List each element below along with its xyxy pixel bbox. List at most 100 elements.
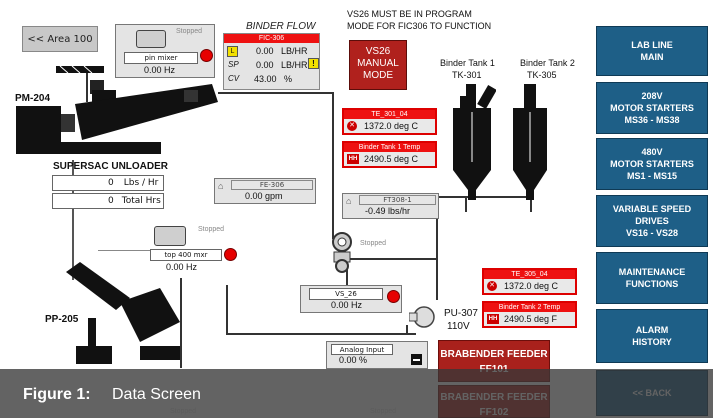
- pipe-line: [86, 72, 88, 102]
- brabender-feeder-ff101[interactable]: BRABENDER FEEDER FF101: [438, 340, 550, 382]
- pm204-extruder[interactable]: [12, 60, 222, 160]
- binder-tank-1[interactable]: [446, 82, 496, 200]
- nav-label: MS1 - MS15: [626, 171, 677, 181]
- nav-label: ALARM: [635, 325, 669, 335]
- top-mixer-status: Stopped: [198, 226, 225, 233]
- pipe-line: [226, 285, 228, 335]
- pipe-line: [530, 196, 532, 212]
- te305-readout[interactable]: TE_305_04 ✕1372.0 deg C: [482, 268, 577, 295]
- cv-value[interactable]: 43.00: [254, 74, 277, 84]
- cb206-sub-label: Conveyor: [252, 393, 299, 404]
- cv-unit: %: [284, 74, 293, 84]
- pipe-line: [218, 92, 333, 94]
- nav-label: 480V: [641, 147, 663, 157]
- pp205-press[interactable]: [60, 262, 220, 372]
- tank2-name: Binder Tank 2: [520, 58, 575, 68]
- area-100-button[interactable]: << Area 100: [22, 26, 98, 52]
- nav-label: LAB LINE: [631, 40, 673, 50]
- nav-label: MS36 - MS38: [624, 115, 680, 125]
- pv-value: 0.00: [256, 46, 274, 56]
- nav-label: VS16 - VS28: [625, 228, 679, 238]
- ft308-tag: FT308-1: [359, 195, 436, 205]
- top-mixer-name: top 400 mxr: [150, 249, 222, 261]
- cb207-label: CB-207: [22, 404, 57, 415]
- tank1-id: TK-301: [452, 70, 482, 80]
- tank1-temp-value: 2490.5 deg C: [364, 154, 419, 164]
- top-mixer-hz: 0.00 Hz: [166, 262, 198, 272]
- nav-208v-motor-starters[interactable]: 208V MOTOR STARTERS MS36 - MS38: [596, 82, 708, 134]
- cb206-label: CB-206: [252, 381, 287, 392]
- ff102-id: FF102: [479, 407, 509, 418]
- vs26-status: Stopped: [360, 240, 387, 247]
- vs26-manual-line1: VS26: [365, 46, 391, 57]
- tank1-temp-tag: Binder Tank 1 Temp: [344, 143, 435, 152]
- nav-maintenance-functions[interactable]: MAINTENANCE FUNCTIONS: [596, 252, 708, 304]
- pipe-line: [226, 333, 416, 335]
- pu307-pump-icon[interactable]: [409, 305, 437, 329]
- te301-readout[interactable]: TE_301_04 ✕1372.0 deg C: [342, 108, 437, 135]
- high-high-alarm-icon: HH: [487, 314, 499, 324]
- pu307-label: PU-307: [444, 308, 478, 319]
- top-mixer-panel[interactable]: Stopped top 400 mxr 0.00 Hz: [124, 222, 242, 274]
- supersac-label: SUPERSAC UNLOADER: [53, 161, 169, 172]
- nav-label: 208V: [641, 91, 663, 101]
- nav-label: MAINTENANCE: [618, 267, 686, 277]
- binder-tank-2[interactable]: [510, 82, 550, 200]
- pipe-line: [180, 278, 182, 368]
- pin-mixer-name: pin mixer: [124, 52, 198, 64]
- binder-flow-controller[interactable]: FIC-306 L 0.00 LB/HR SP 0.00 LB/HR ! CV …: [223, 33, 320, 90]
- nav-label: VARIABLE SPEED: [612, 204, 692, 214]
- pipe-line: [72, 160, 74, 280]
- flow-meter-icon: ⌂: [346, 196, 352, 206]
- nav-label: MOTOR STARTERS: [610, 159, 694, 169]
- sp-label: SP: [228, 60, 239, 69]
- pipe-line: [465, 196, 467, 212]
- bottom-status-1: Stopped: [170, 408, 197, 415]
- fe306-readout[interactable]: ⌂ FE-306 0.00 gpm: [214, 178, 316, 204]
- nav-variable-speed-drives[interactable]: VARIABLE SPEED DRIVES VS16 - VS28: [596, 195, 708, 247]
- nav-lab-line-main[interactable]: LAB LINE MAIN: [596, 26, 708, 76]
- vs26-panel[interactable]: VS_26 0.00 Hz: [300, 285, 402, 313]
- analog-input-value: 0.00 %: [339, 355, 368, 365]
- pipe-line: [436, 196, 532, 198]
- pipe-line: [436, 196, 438, 300]
- pu307-voltage: 110V: [447, 321, 470, 332]
- motor-icon: [136, 30, 166, 48]
- brabender-feeder-ff102[interactable]: BRABENDER FEEDER FF102: [438, 385, 550, 418]
- high-high-alarm-icon: HH: [347, 154, 359, 164]
- program-note-line1: VS26 MUST BE IN PROGRAM: [347, 9, 472, 19]
- ff101-label: BRABENDER FEEDER: [440, 349, 548, 360]
- ff102-label: BRABENDER FEEDER: [440, 392, 548, 403]
- nav-label: << BACK: [632, 388, 672, 398]
- nav-alarm-history[interactable]: ALARM HISTORY: [596, 309, 708, 363]
- supersac-rate-unit: Lbs / Hr: [123, 178, 159, 188]
- flow-meter-icon: ⌂: [218, 181, 224, 191]
- ft308-readout[interactable]: ⌂ FT308-1 -0.49 lbs/hr: [342, 193, 439, 219]
- te305-value: 1372.0 deg C: [504, 281, 559, 291]
- vs26-pump-icon[interactable]: [328, 232, 356, 276]
- motor-status-light: [387, 290, 400, 303]
- pv-unit: LB/HR: [281, 46, 308, 56]
- alarm-icon: ✕: [347, 121, 357, 131]
- te301-tag: TE_301_04: [344, 110, 435, 119]
- tank1-temp-readout[interactable]: Binder Tank 1 Temp HH 2490.5 deg C: [342, 141, 437, 168]
- pipe-line: [332, 92, 334, 239]
- warning-icon: !: [308, 58, 319, 69]
- fic306-tag: FIC-306: [224, 34, 319, 43]
- alarm-icon: ✕: [487, 281, 497, 291]
- minus-icon[interactable]: [411, 354, 422, 365]
- nav-label: FUNCTIONS: [625, 279, 679, 289]
- nav-480v-motor-starters[interactable]: 480V MOTOR STARTERS MS1 - MS15: [596, 138, 708, 190]
- analog-input-panel[interactable]: Analog Input 0.00 %: [326, 341, 428, 369]
- vs26-manual-mode-button[interactable]: VS26 MANUAL MODE: [349, 40, 407, 90]
- binder-flow-title: BINDER FLOW: [246, 21, 316, 32]
- pipe-line: [98, 250, 185, 251]
- nav-label: MOTOR STARTERS: [610, 103, 694, 113]
- pin-mixer-panel[interactable]: Stopped pin mixer 0.00 Hz: [115, 24, 215, 78]
- motor-icon: [154, 226, 186, 246]
- sp-value[interactable]: 0.00: [256, 60, 274, 70]
- pipe-line: [346, 258, 438, 260]
- nav-back-button[interactable]: << BACK: [596, 370, 708, 416]
